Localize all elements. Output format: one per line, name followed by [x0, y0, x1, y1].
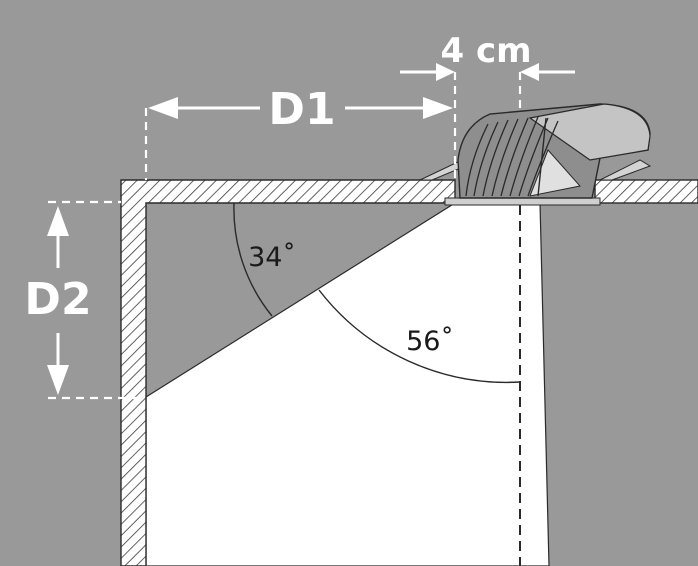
angle-arc-wall — [233, 202, 273, 317]
d1-label: D1 — [268, 84, 335, 135]
ceiling — [120, 179, 698, 566]
width-label: 4 cm — [440, 31, 531, 71]
guide-lines — [48, 72, 522, 400]
dimension-arrows — [47, 63, 575, 395]
d2-label: D2 — [24, 274, 91, 325]
angle-arc-beam — [318, 289, 521, 384]
angle-beam-label: 56˚ — [406, 326, 454, 357]
angle-wall-label: 34˚ — [248, 242, 296, 273]
recessed-wall-washer-icon — [419, 103, 652, 206]
